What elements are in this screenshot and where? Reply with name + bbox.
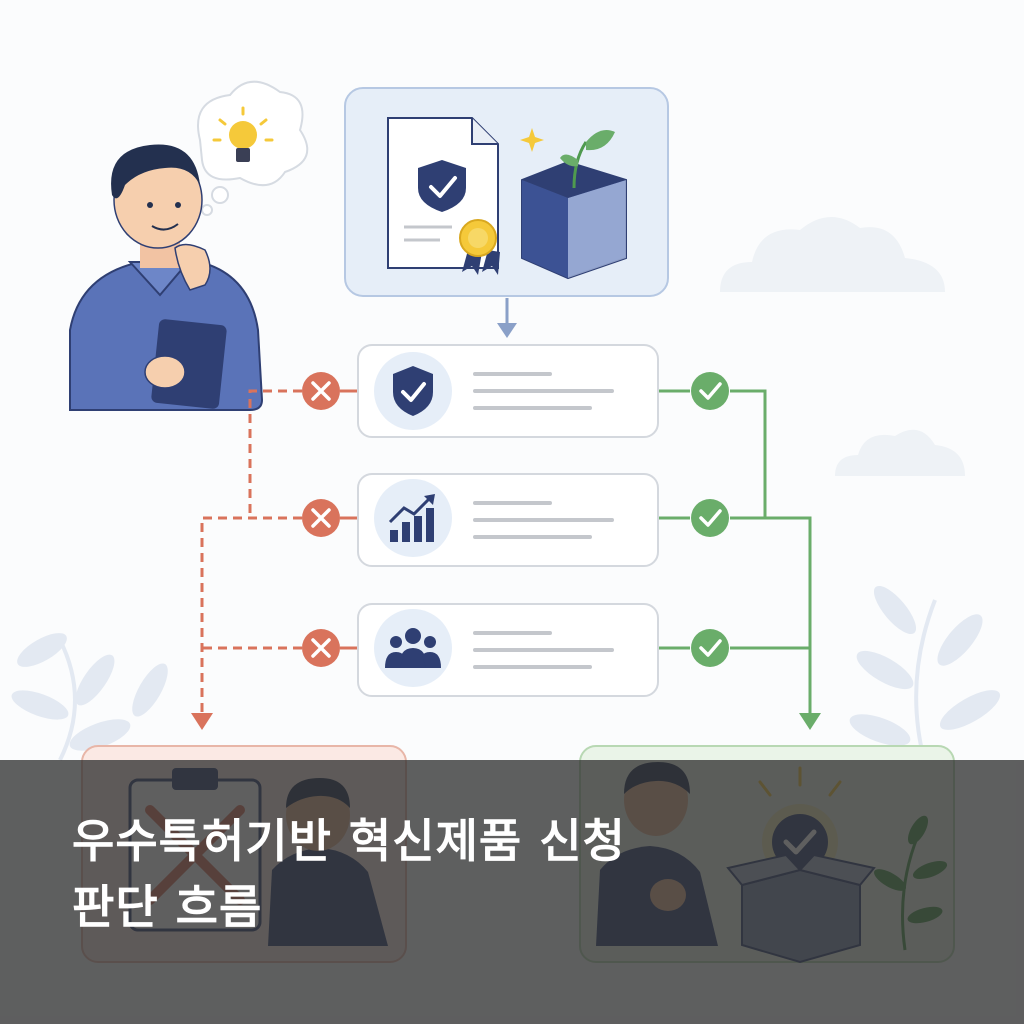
criterion-card-3 <box>358 604 658 696</box>
reject-connector-lines <box>202 391 302 716</box>
approve-badge <box>691 372 729 410</box>
approve-badge <box>691 629 729 667</box>
approve-badge <box>691 499 729 537</box>
reject-badge <box>302 499 340 537</box>
background-cloud-right <box>720 217 945 292</box>
reject-arrow-head <box>191 713 213 730</box>
thought-bubble <box>198 82 307 215</box>
caption-title: 우수특허기반 혁신제품 신청 판단 흐름 <box>72 808 972 940</box>
background-cloud-small <box>835 430 965 476</box>
caption-title-line-1: 우수특허기반 혁신제품 신청 <box>72 808 972 874</box>
criterion-card-1 <box>358 345 658 437</box>
reject-stub-lines <box>340 391 358 648</box>
flow-arrow-down <box>497 298 517 338</box>
certificate-document-icon <box>388 118 500 275</box>
approve-connector-lines <box>658 391 810 716</box>
thinking-person-illustration <box>70 145 262 411</box>
reject-badge <box>302 629 340 667</box>
input-panel <box>345 88 668 296</box>
background-leaves-left <box>8 626 174 760</box>
reject-badge <box>302 372 340 410</box>
caption-title-line-2: 판단 흐름 <box>72 874 972 940</box>
criterion-card-2 <box>358 474 658 566</box>
approve-arrow-head <box>799 713 821 730</box>
